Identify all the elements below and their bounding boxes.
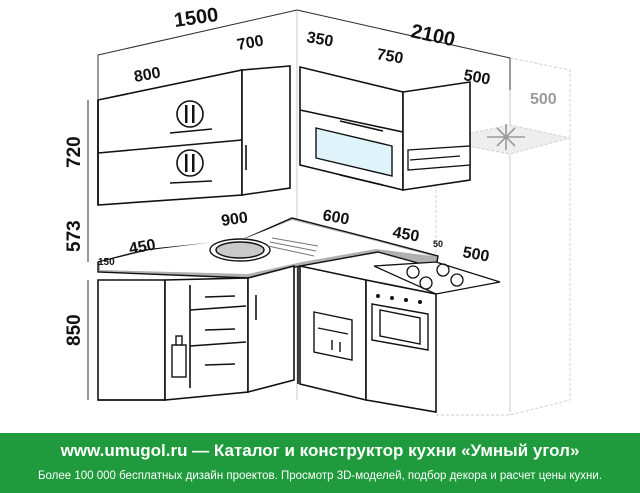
dim-upper-right-b: 750: [375, 46, 404, 67]
upper-cabinet-left: [97, 65, 291, 206]
kitchen-drawing: 1500 2100 800 700 350 750 500 500 720 57…: [64, 4, 571, 416]
dimension-lines: [87, 9, 511, 400]
glass-door: [315, 127, 393, 177]
dim-gap-height: 573: [64, 220, 85, 252]
dim-fridge-depth: 500: [461, 244, 490, 265]
dim-base-height: 850: [64, 314, 85, 346]
dim-fridge-top: 500: [530, 91, 557, 108]
hob: [373, 261, 501, 295]
oven-knobs: [376, 294, 422, 304]
dim-counter-c: 600: [321, 207, 350, 228]
oven: [371, 303, 429, 351]
dim-counter-a: 450: [128, 237, 157, 258]
snowflake-icon: [487, 124, 525, 150]
dim-total-right: 2100: [409, 20, 457, 51]
promo-banner: www.umugol.ru — Каталог и конструктор ку…: [0, 433, 640, 493]
plate-icon: [176, 100, 204, 177]
dim-upper-right-c: 500: [462, 67, 491, 88]
bottle-icon: [171, 335, 187, 378]
dim-total-left: 1500: [173, 4, 220, 32]
sink: [209, 237, 319, 262]
banner-title[interactable]: www.umugol.ru — Каталог и конструктор ку…: [60, 441, 580, 460]
dishwasher-icon: [313, 311, 353, 361]
dim-counter-e: 50: [433, 239, 443, 249]
dim-counter-d: 450: [391, 224, 420, 245]
dim-counter-b: 900: [220, 209, 249, 230]
base-cabinet-left: [97, 264, 295, 401]
dim-counter-end: 150: [98, 257, 115, 268]
range-hood: [407, 145, 471, 171]
dim-upper-height: 720: [64, 136, 85, 168]
fork-knife-icon: [185, 105, 195, 172]
drainboard-lines: [267, 237, 319, 257]
dim-upper-right-a: 350: [305, 29, 334, 50]
banner-subtitle: Более 100 000 бесплатных дизайн проектов…: [37, 470, 603, 482]
dim-upper-left-a: 800: [133, 65, 162, 86]
dim-upper-left-b: 700: [236, 33, 265, 54]
